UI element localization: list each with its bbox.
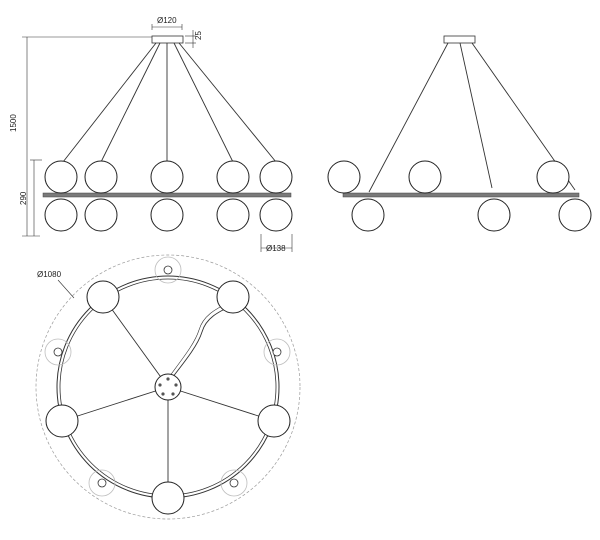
side-globes — [327, 160, 592, 232]
ring-diameter-leader — [57, 279, 75, 299]
canopy-height-label: 25 — [194, 31, 203, 40]
front-ceiling-canopy — [151, 35, 184, 44]
front-dimension-lines — [22, 24, 293, 252]
front-upper-globes — [44, 160, 293, 194]
plan-view: Ø1080 — [35, 254, 301, 520]
front-lower-globes — [44, 198, 293, 232]
side-ceiling-canopy — [443, 35, 476, 44]
plan-shade-inner-marks — [53, 265, 282, 488]
plan-power-cable — [171, 304, 234, 379]
ring-diameter-label: Ø1080 — [37, 270, 62, 279]
plan-shade-circles — [44, 256, 291, 497]
canopy-diameter-label: Ø120 — [157, 16, 177, 25]
front-horizontal-bar — [42, 192, 292, 198]
front-elevation-view: Ø120 25 1500 290 Ø138 — [9, 16, 293, 253]
side-elevation-view — [327, 35, 592, 232]
plan-spokes — [61, 296, 275, 498]
plan-outer-dashed-circle — [35, 254, 301, 520]
plan-power-cable-outline — [168, 301, 231, 378]
globe-diameter-label: Ø138 — [266, 244, 286, 253]
plan-globes — [45, 280, 291, 515]
front-suspension-rods — [62, 42, 277, 163]
globe-pair-height-label: 290 — [19, 191, 28, 205]
total-height-label: 1500 — [9, 114, 18, 132]
plan-hub-screws — [158, 377, 178, 396]
side-horizontal-bar — [342, 192, 580, 198]
